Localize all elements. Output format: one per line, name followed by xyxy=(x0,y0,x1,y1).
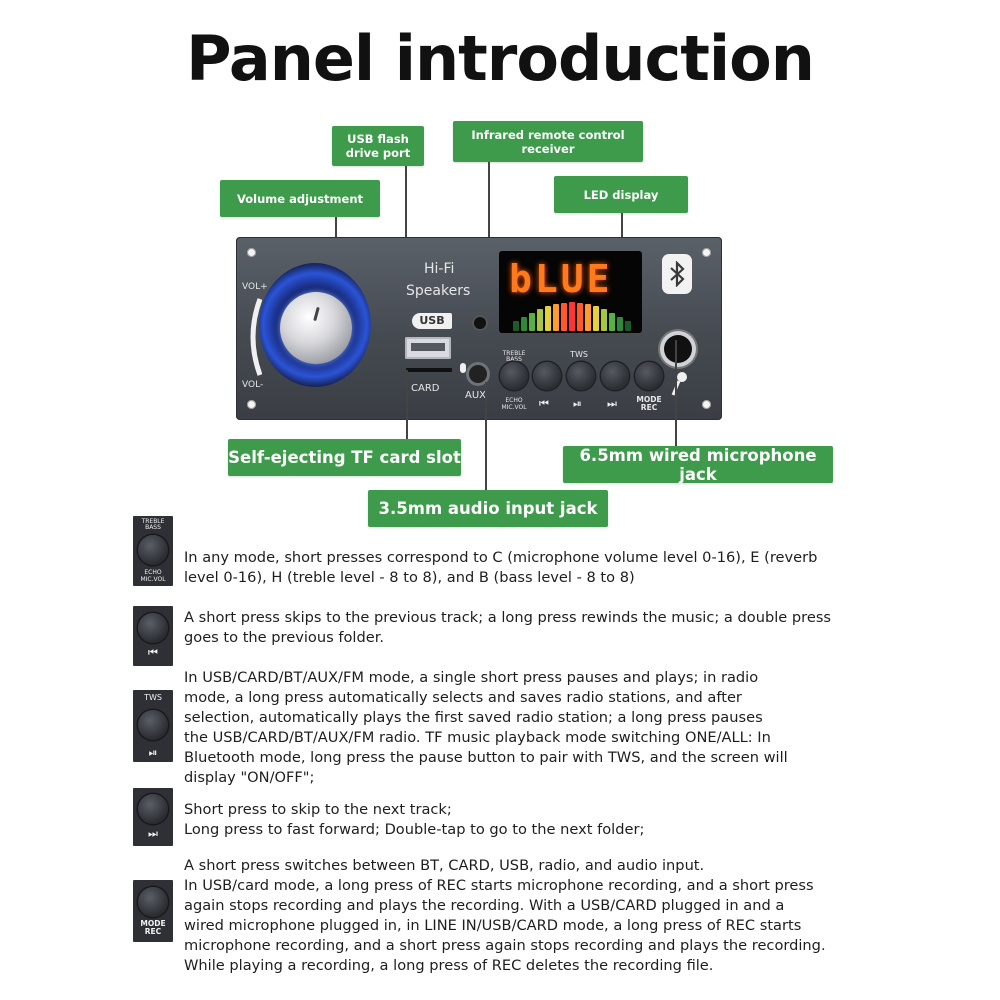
next-track-button[interactable] xyxy=(601,362,629,390)
button-description: In any mode, short presses correspond to… xyxy=(184,549,818,586)
button-bottom-label: MODE REC xyxy=(140,918,166,936)
callout-mic-jack: 6.5mm wired microphone jack xyxy=(563,445,833,484)
hifi-label: Hi-Fi xyxy=(424,261,455,277)
play-pause-button[interactable] xyxy=(567,362,595,390)
usb-logo: USB xyxy=(412,313,452,329)
button-bottom-label: ECHO MIC.VOL xyxy=(140,569,166,583)
leader-line xyxy=(675,340,677,448)
callout-label: Volume adjustment xyxy=(236,191,364,206)
next-icon: ⏭ xyxy=(607,397,617,410)
treble-bass-button[interactable] xyxy=(500,362,528,390)
vu-bar xyxy=(609,313,615,331)
usb-logo-text: USB xyxy=(419,314,445,327)
mode-rec-button-icon: MODE REC xyxy=(133,880,173,942)
button-description: A short press switches between BT, CARD,… xyxy=(184,857,826,974)
callout-aux-jack: 3.5mm audio input jack xyxy=(368,490,608,527)
btn1-bottom-label: ECHO MIC.VOL xyxy=(501,397,527,411)
next-icon: ⏭ xyxy=(148,827,158,840)
btn5-bottom-label: MODE REC xyxy=(636,395,662,412)
callout-label: 3.5mm audio input jack xyxy=(378,499,598,518)
volume-arc-icon xyxy=(250,298,262,376)
button-circle xyxy=(138,613,168,643)
leader-line xyxy=(485,382,487,492)
microphone-jack[interactable] xyxy=(664,335,692,363)
device-panel: VOL+ VOL- Hi-Fi Speakers USB CARD AUX bL… xyxy=(236,237,722,420)
button-circle xyxy=(138,535,168,565)
tf-card-slot[interactable] xyxy=(406,368,452,372)
screw xyxy=(247,248,256,257)
tws-label: TWS xyxy=(570,350,588,359)
vol-minus-label: VOL- xyxy=(242,380,264,390)
button-circle xyxy=(138,794,168,824)
usb-port[interactable] xyxy=(405,337,451,359)
infrared-receiver xyxy=(474,317,486,329)
vu-bar xyxy=(625,321,631,331)
button-description: In USB/CARD/BT/AUX/FM mode, a single sho… xyxy=(184,669,788,786)
callout-usb-flash-drive-port: USB flash drive port xyxy=(332,126,424,166)
button-circle xyxy=(138,709,168,740)
previous-icon: ⏮ xyxy=(539,397,549,410)
vu-bar xyxy=(585,304,591,331)
vu-bar xyxy=(545,306,551,331)
play-pause-icon: ⏯ xyxy=(573,397,582,410)
play-pause-icon: ⏯ xyxy=(148,746,158,759)
btn1-top-label: TREBLE BASS xyxy=(502,350,526,363)
callout-led-display: LED display xyxy=(554,176,688,213)
vu-bar xyxy=(553,304,559,331)
callout-volume-adjustment: Volume adjustment xyxy=(220,180,380,217)
screw xyxy=(702,248,711,257)
vu-bar xyxy=(537,309,543,331)
callout-label: Infrared remote control receiver xyxy=(471,127,625,156)
led-text: bLUE xyxy=(509,257,613,301)
leader-line xyxy=(406,370,408,440)
screw xyxy=(702,400,711,409)
previous-track-button-icon: ⏮ xyxy=(133,606,173,666)
callout-infrared-receiver: Infrared remote control receiver xyxy=(453,121,643,162)
button-description: Short press to skip to the next track; L… xyxy=(184,801,645,838)
bluetooth-icon-glyph xyxy=(670,261,685,287)
button-description: A short press skips to the previous trac… xyxy=(184,609,832,646)
callout-label: USB flash drive port xyxy=(345,132,411,160)
vu-bar xyxy=(521,317,527,331)
next-track-button-icon: ⏭ xyxy=(133,788,173,846)
vu-bar xyxy=(577,303,583,331)
vol-plus-label: VOL+ xyxy=(242,282,268,292)
aux-jack[interactable] xyxy=(469,365,487,383)
microphone-icon xyxy=(460,363,466,373)
callout-label: Self-ejecting TF card slot xyxy=(228,448,461,467)
speakers-label: Speakers xyxy=(406,283,471,299)
vu-bar xyxy=(601,309,607,331)
vu-bar xyxy=(561,303,567,331)
led-display: bLUE xyxy=(499,251,642,333)
callout-tf-card-slot: Self-ejecting TF card slot xyxy=(228,439,461,476)
vu-bar xyxy=(513,321,519,331)
vu-bar xyxy=(569,302,575,331)
bluetooth-icon xyxy=(662,254,692,294)
vu-bar xyxy=(617,317,623,331)
vu-bar xyxy=(529,313,535,331)
card-label: CARD xyxy=(411,383,440,394)
previous-icon: ⏮ xyxy=(148,646,158,659)
vu-bar xyxy=(593,306,599,331)
page-title: Panel introduction xyxy=(186,22,815,95)
play-pause-tws-button-icon: TWS ⏯ xyxy=(133,690,173,762)
callout-label: 6.5mm wired microphone jack xyxy=(579,445,817,484)
mode-rec-button[interactable] xyxy=(635,362,663,390)
previous-track-button[interactable] xyxy=(533,362,561,390)
screw xyxy=(247,400,256,409)
button-circle xyxy=(138,886,168,917)
callout-label: LED display xyxy=(583,187,659,202)
microphone-icon xyxy=(671,372,687,396)
treble-bass-echo-micvol-button-icon: TREBLE BASS ECHO MIC.VOL xyxy=(133,516,173,586)
button-top-label: TREBLE BASS xyxy=(141,518,165,531)
aux-label: AUX xyxy=(465,390,487,401)
volume-knob[interactable] xyxy=(280,292,352,364)
button-top-label: TWS xyxy=(144,693,162,702)
